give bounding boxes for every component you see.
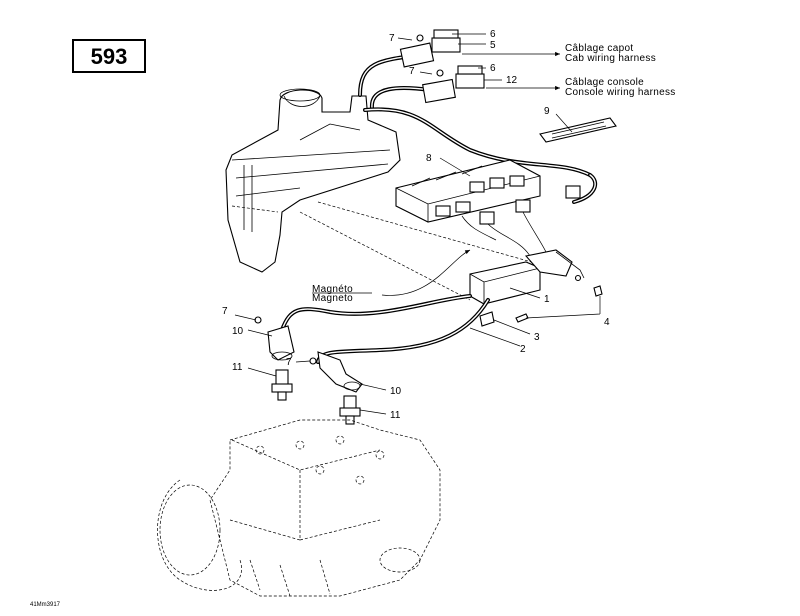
cdi-module xyxy=(395,159,581,257)
callout-11-left: 11 xyxy=(232,362,243,373)
diagram-number: 593 xyxy=(91,44,128,69)
callout-5: 5 xyxy=(490,40,496,51)
callout-7-right: 7 xyxy=(286,357,292,368)
caption-magneto-en: Magneto xyxy=(312,293,353,304)
console-harness-line xyxy=(369,85,432,110)
callout-6-middle: 6 xyxy=(490,63,496,74)
callout-7-left: 7 xyxy=(222,306,228,317)
callout-12: 12 xyxy=(506,75,518,86)
callout-11-right: 11 xyxy=(390,410,401,421)
callout-8: 8 xyxy=(426,153,432,164)
spark-plug-cap-left xyxy=(254,316,295,361)
caption-console-en: Console wiring harness xyxy=(565,87,676,98)
oil-tank xyxy=(225,88,561,301)
ht-lead-left xyxy=(280,294,472,332)
callout-7-top: 7 xyxy=(389,33,395,44)
diagram-number-box: 593 xyxy=(72,39,146,73)
callout-3: 3 xyxy=(534,332,540,343)
callout-4: 4 xyxy=(604,317,610,328)
callout-10-left: 10 xyxy=(232,326,244,337)
callout-2: 2 xyxy=(520,344,526,355)
leader-lines xyxy=(234,33,601,415)
callout-6-top: 6 xyxy=(490,29,496,40)
spark-plug-left xyxy=(271,369,293,401)
caption-cab-en: Cab wiring harness xyxy=(565,53,656,64)
caption-cab-fr: Câblage capot xyxy=(565,43,633,54)
callout-9: 9 xyxy=(544,106,550,117)
callout-7-middle: 7 xyxy=(409,66,415,77)
caption-console-fr: Câblage console xyxy=(565,77,644,88)
captions: Câblage capot Cab wiring harness Câblage… xyxy=(312,43,676,304)
decal xyxy=(539,117,617,143)
caption-magneto-fr: Magnéto xyxy=(312,284,353,295)
spark-plug-cap-right xyxy=(309,351,363,393)
connector-cab xyxy=(399,29,461,68)
connector-console xyxy=(422,65,485,104)
main-harness-line xyxy=(363,107,598,204)
engine xyxy=(157,419,441,597)
callout-10-right: 10 xyxy=(390,386,402,397)
callouts: 7 6 5 7 6 12 9 8 1 4 3 2 7 10 7 11 10 11 xyxy=(222,29,610,421)
footer-code: 41Mm3917 xyxy=(30,602,61,608)
callout-1: 1 xyxy=(544,294,550,305)
ht-lead-right xyxy=(316,298,490,364)
coil-screws xyxy=(479,285,603,327)
ignition-coil xyxy=(469,249,585,305)
